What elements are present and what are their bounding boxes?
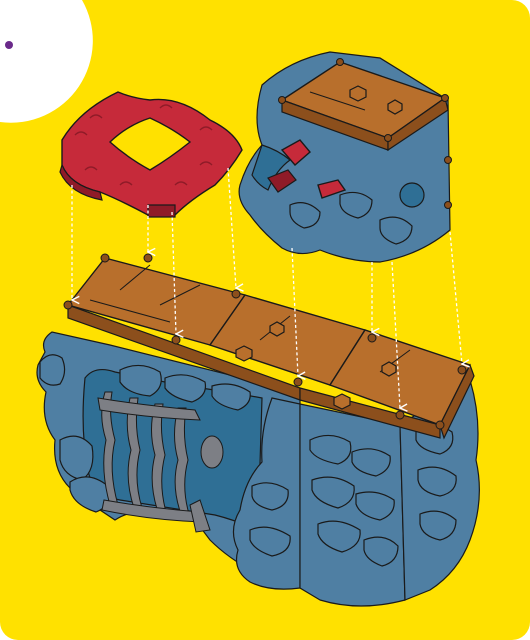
skull-rock-icon (239, 52, 451, 262)
page-step-dot (5, 41, 13, 49)
